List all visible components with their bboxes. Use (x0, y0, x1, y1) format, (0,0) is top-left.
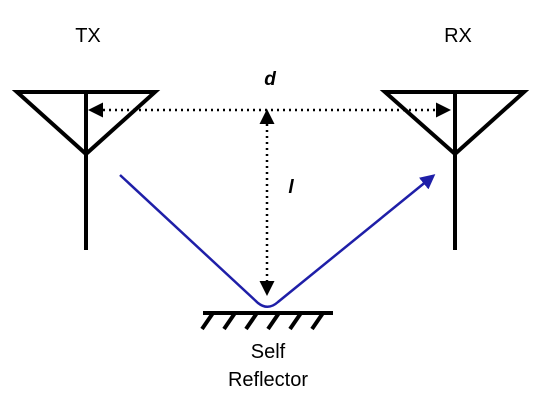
rx-antenna-icon (379, 90, 530, 250)
reflector-label-line2: Reflector (228, 369, 308, 391)
tx-antenna-icon (11, 90, 161, 250)
height-label: l (288, 177, 294, 198)
rx-label: RX (444, 25, 472, 47)
tx-label: TX (75, 25, 101, 47)
ground-hatch-icon (200, 311, 333, 331)
reflected-ray (119, 174, 436, 308)
distance-label: d (264, 69, 276, 90)
reflector-label-line1: Self (251, 341, 286, 363)
